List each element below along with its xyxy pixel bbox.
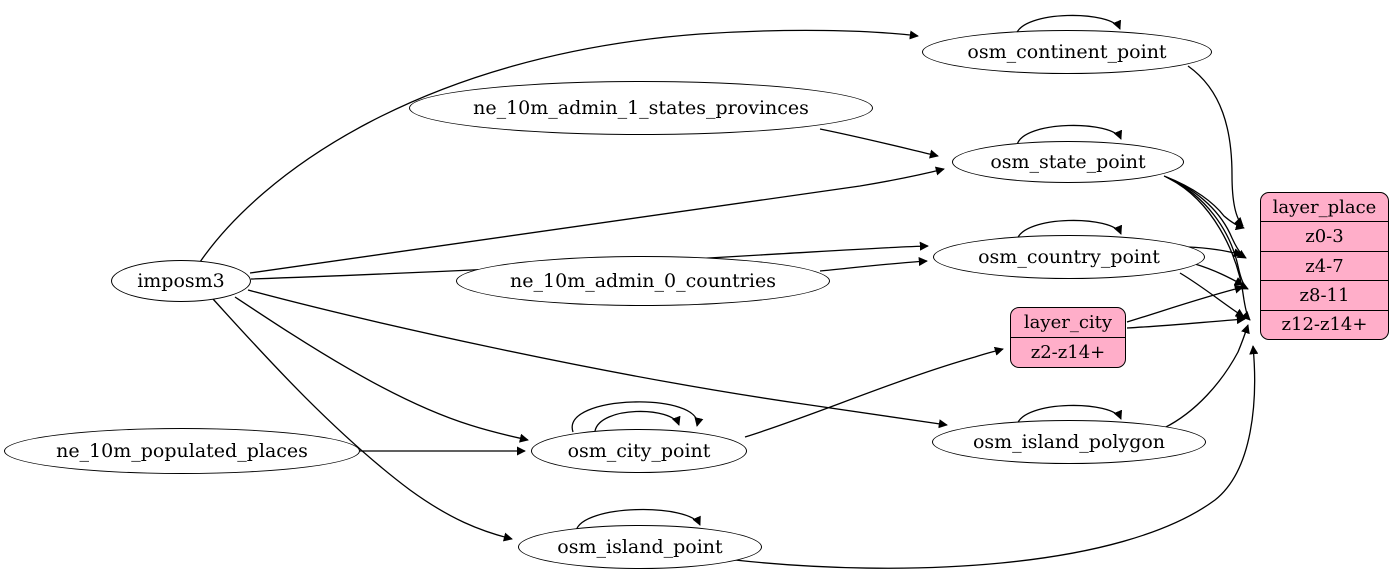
layer-place-header: layer_place: [1261, 193, 1388, 223]
layer-place-row-z12-z14[interactable]: z12-z14+: [1281, 314, 1368, 336]
edge-osm-city-point-to-layer-city-z2-z14: [744, 346, 1004, 438]
node-ne-10m-populated-places[interactable]: ne_10m_populated_places: [4, 428, 360, 474]
node-ne-10m-admin-0-countries[interactable]: ne_10m_admin_0_countries: [456, 256, 830, 306]
edge-osm-state-point-self-loop: [1016, 124, 1122, 146]
layer-city-row-z2-z14[interactable]: z2-z14+: [1030, 342, 1106, 363]
edge-osm-country-point-to-layer-place-z12-z14: [1179, 272, 1245, 318]
edge-imposm3-to-osm-island-point: [212, 298, 513, 542]
edge-imposm3-to-osm-continent-point: [199, 29, 919, 263]
node-osm-island-polygon[interactable]: osm_island_polygon: [932, 420, 1206, 464]
node-osm-continent-point[interactable]: osm_continent_point: [922, 30, 1212, 74]
node-osm-city-point[interactable]: osm_city_point: [531, 429, 747, 473]
edge-osm-continent-point-to-layer-place-z0-3: [1187, 65, 1244, 227]
node-label: ne_10m_populated_places: [56, 439, 308, 462]
edge-osm-island-polygon-to-layer-place-z12-z14: [1163, 324, 1250, 429]
node-label: osm_country_point: [978, 245, 1160, 268]
edge-osm-city-point-self-loop-outer: [571, 401, 704, 433]
edge-osm-country-point-to-layer-place-z8-11: [1194, 263, 1244, 286]
node-layer-place[interactable]: layer_place z0-3 z4-7 z8-11 z12-z14+: [1260, 192, 1389, 340]
edge-imposm3-to-osm-state-point: [249, 166, 945, 274]
edge-osm-continent-point-self-loop: [1015, 14, 1121, 36]
node-label: imposm3: [137, 269, 225, 292]
edge-osm-country-point-self-loop: [1016, 219, 1122, 241]
node-osm-state-point[interactable]: osm_state_point: [952, 141, 1184, 183]
edge-layer-city-to-layer-place-z8-11: [1126, 284, 1244, 323]
edge-osm-state-point-to-layer-place-z8-11: [1167, 177, 1249, 290]
node-label: osm_island_polygon: [972, 430, 1166, 453]
layer-city-header: layer_city: [1011, 308, 1125, 338]
node-label: ne_10m_admin_1_states_provinces: [473, 96, 809, 119]
edge-imposm3-to-osm-city-point: [234, 296, 529, 443]
node-imposm3[interactable]: imposm3: [111, 260, 251, 302]
edge-imposm3-to-osm-island-polygon: [247, 289, 948, 429]
layer-place-row-z0-3[interactable]: z0-3: [1261, 222, 1388, 252]
edge-osm-island-polygon-self-loop: [1016, 404, 1122, 426]
edge-osm-state-point-to-layer-place-z0-3: [1163, 175, 1245, 231]
node-ne-10m-admin-1-states-provinces[interactable]: ne_10m_admin_1_states_provinces: [409, 81, 873, 135]
node-layer-city[interactable]: layer_city z2-z14+: [1010, 307, 1126, 368]
edge-layer-city-to-layer-place-z12-z14: [1126, 315, 1246, 329]
edge-osm-island-point-to-layer-place-z12-z14: [734, 345, 1259, 569]
node-label: osm_city_point: [567, 439, 711, 462]
edge-osm-island-point-self-loop: [575, 508, 701, 532]
node-osm-island-point[interactable]: osm_island_point: [518, 525, 762, 569]
edge-osm-city-point-self-loop-inner: [594, 410, 681, 432]
edge-ne-countries-to-osm-country-point: [819, 256, 928, 272]
node-label: osm_state_point: [990, 150, 1146, 173]
node-label: osm_island_point: [557, 535, 723, 558]
layer-place-row-z4-7[interactable]: z4-7: [1261, 252, 1388, 282]
edge-ne-states-provinces-to-osm-state-point: [819, 128, 939, 159]
node-osm-country-point[interactable]: osm_country_point: [933, 235, 1205, 279]
node-label: osm_continent_point: [967, 40, 1167, 63]
layer-place-row-z8-11[interactable]: z8-11: [1261, 281, 1388, 311]
node-label: ne_10m_admin_0_countries: [510, 269, 776, 292]
